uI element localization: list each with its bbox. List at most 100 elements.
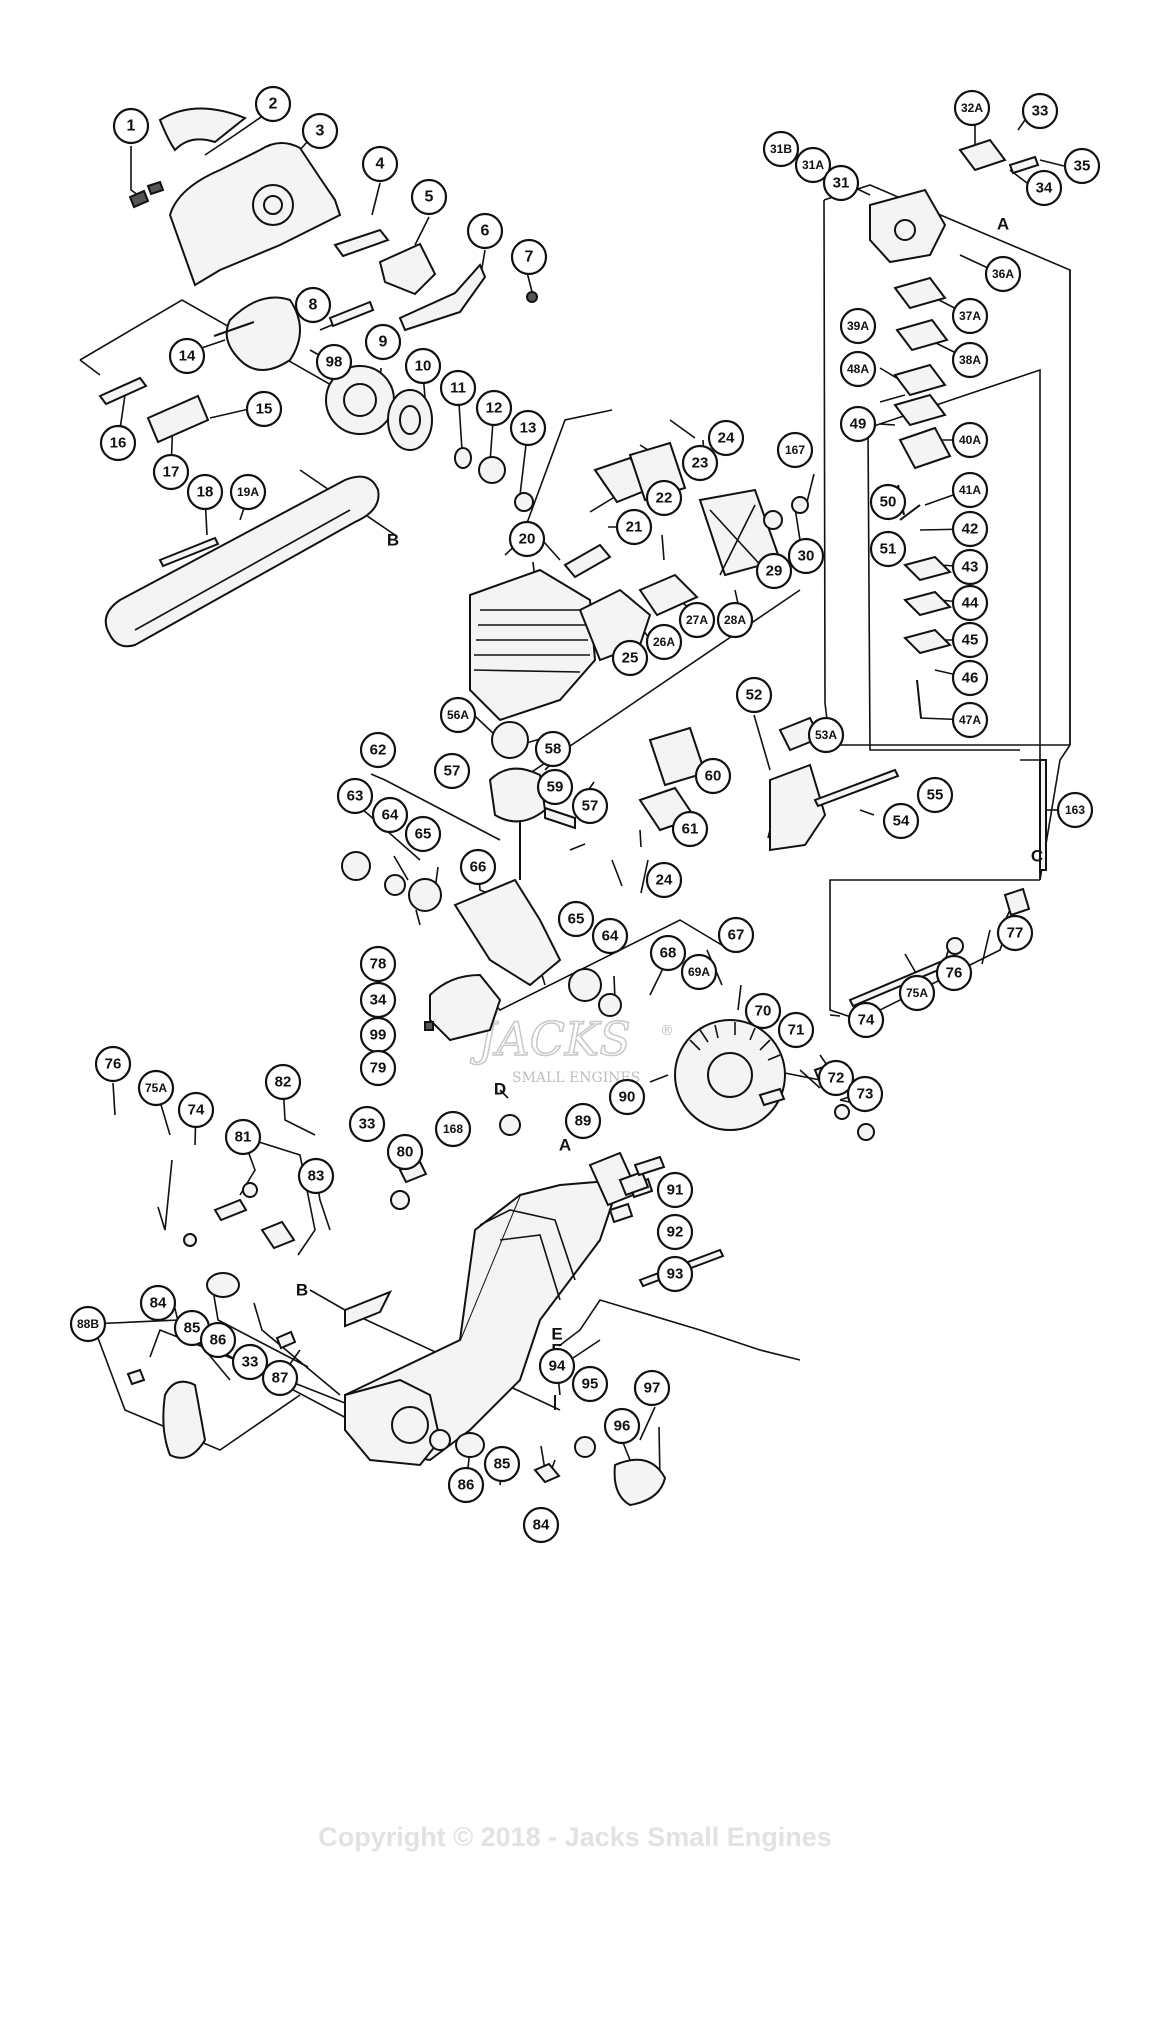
svg-text:80: 80 bbox=[397, 1144, 414, 1161]
svg-text:16: 16 bbox=[110, 435, 127, 452]
svg-text:35: 35 bbox=[1074, 158, 1091, 175]
callout-73: 73 bbox=[846, 1075, 884, 1113]
callout-44: 44 bbox=[951, 584, 989, 622]
rear-handle bbox=[459, 1194, 521, 1341]
callout-14: 14 bbox=[168, 337, 206, 375]
callout-25: 25 bbox=[611, 639, 649, 677]
svg-text:58: 58 bbox=[545, 741, 562, 758]
callout-85-lower: 85 bbox=[483, 1445, 521, 1483]
callout-76-lower: 76 bbox=[94, 1045, 132, 1083]
callout-68: 68 bbox=[649, 934, 687, 972]
svg-text:91: 91 bbox=[667, 1182, 684, 1199]
svg-text:77: 77 bbox=[1007, 925, 1024, 942]
callout-17: 17 bbox=[152, 453, 190, 491]
callout-52: 52 bbox=[735, 676, 773, 714]
svg-text:39A: 39A bbox=[847, 319, 869, 333]
watermark-logo: JACKS SMALL ENGINES ® bbox=[469, 1011, 674, 1086]
svg-text:25: 25 bbox=[622, 650, 639, 667]
callout-31b: 31B bbox=[762, 130, 800, 168]
callout-10: 10 bbox=[404, 347, 442, 385]
callout-43: 43 bbox=[951, 548, 989, 586]
svg-text:84: 84 bbox=[533, 1517, 550, 1534]
svg-text:68: 68 bbox=[660, 945, 677, 962]
callout-20: 20 bbox=[508, 520, 546, 558]
svg-text:85: 85 bbox=[494, 1456, 511, 1473]
svg-text:47A: 47A bbox=[959, 713, 981, 727]
svg-text:33: 33 bbox=[359, 1116, 376, 1133]
callout-88b: 88B bbox=[69, 1305, 107, 1343]
callout-74-lower: 74 bbox=[177, 1091, 215, 1129]
callout-74: 74 bbox=[847, 1001, 885, 1039]
callout-65-right: 65 bbox=[557, 900, 595, 938]
svg-text:45: 45 bbox=[962, 632, 979, 649]
callout-49: 49 bbox=[839, 405, 877, 443]
callout-19a: 19A bbox=[229, 473, 267, 511]
svg-text:66: 66 bbox=[470, 859, 487, 876]
svg-text:84: 84 bbox=[150, 1295, 167, 1312]
fuel-cap bbox=[613, 1458, 667, 1507]
svg-text:75A: 75A bbox=[145, 1081, 167, 1095]
svg-text:31: 31 bbox=[833, 175, 850, 192]
watermark-name: JACKS bbox=[470, 1012, 631, 1066]
svg-text:22: 22 bbox=[656, 490, 673, 507]
svg-text:46: 46 bbox=[962, 670, 979, 687]
callout-1: 1 bbox=[112, 107, 150, 145]
callout-24-lower: 24 bbox=[645, 861, 683, 899]
svg-text:10: 10 bbox=[415, 358, 432, 375]
piston bbox=[488, 767, 547, 823]
callout-64: 64 bbox=[371, 796, 409, 834]
callout-81: 81 bbox=[224, 1118, 262, 1156]
cover-plate bbox=[158, 107, 247, 152]
callout-53a: 53A bbox=[807, 716, 845, 754]
callout-70: 70 bbox=[744, 992, 782, 1030]
ref-letter-b: B bbox=[387, 531, 399, 550]
callout-26a: 26A bbox=[645, 623, 683, 661]
svg-text:11: 11 bbox=[450, 380, 466, 397]
svg-text:99: 99 bbox=[370, 1027, 387, 1044]
svg-text:94: 94 bbox=[549, 1358, 566, 1375]
watermark-subtitle: SMALL ENGINES bbox=[512, 1070, 640, 1086]
svg-text:74: 74 bbox=[861, 1018, 863, 1021]
callout-33: 33 bbox=[1021, 92, 1059, 130]
svg-text:54: 54 bbox=[893, 813, 910, 830]
piston-ring bbox=[491, 721, 529, 759]
callout-11: 11 bbox=[439, 369, 477, 407]
svg-text:1: 1 bbox=[127, 118, 136, 135]
watermark-registered: ® bbox=[660, 1023, 674, 1039]
svg-text:17: 17 bbox=[163, 464, 180, 481]
front-handle-bush bbox=[1003, 887, 1031, 917]
copyright-notice: Copyright © 2018 - Jacks Small Engines bbox=[318, 1822, 832, 1852]
svg-text:30: 30 bbox=[798, 548, 815, 565]
callout-167: 167 bbox=[776, 431, 814, 469]
svg-text:20: 20 bbox=[519, 531, 536, 548]
callout-86-left: 86 bbox=[199, 1321, 237, 1359]
callout-55: 55 bbox=[916, 776, 954, 814]
svg-text:88B: 88B bbox=[77, 1317, 99, 1331]
parts bbox=[98, 107, 1047, 1507]
spark-plug bbox=[563, 543, 612, 579]
callout-22: 22 bbox=[645, 479, 683, 517]
callout-90: 90 bbox=[608, 1078, 646, 1116]
callout-40a: 40A bbox=[951, 421, 989, 459]
callout-75a-lower: 75A bbox=[137, 1069, 175, 1107]
callout-35: 35 bbox=[1063, 147, 1101, 185]
callout-4: 4 bbox=[361, 145, 399, 183]
callout-31: 31 bbox=[822, 164, 860, 202]
ref-letter-a-lower: A bbox=[559, 1136, 571, 1155]
callout-24: 24 bbox=[707, 419, 745, 457]
svg-text:14: 14 bbox=[179, 348, 196, 365]
svg-text:18: 18 bbox=[197, 484, 214, 501]
svg-text:98: 98 bbox=[326, 354, 343, 371]
callout-32a: 32A bbox=[953, 89, 991, 127]
svg-text:52: 52 bbox=[746, 687, 763, 704]
svg-text:64: 64 bbox=[382, 807, 399, 824]
svg-text:87: 87 bbox=[272, 1370, 289, 1387]
svg-text:74: 74 bbox=[188, 1102, 205, 1119]
svg-text:89: 89 bbox=[575, 1113, 592, 1130]
callout-34-lower: 34 bbox=[359, 981, 397, 1019]
svg-text:2: 2 bbox=[269, 96, 278, 113]
svg-text:43: 43 bbox=[962, 559, 979, 576]
callout-28a: 28A bbox=[716, 601, 754, 639]
callout-168: 168 bbox=[434, 1110, 472, 1148]
svg-text:83: 83 bbox=[308, 1168, 325, 1185]
